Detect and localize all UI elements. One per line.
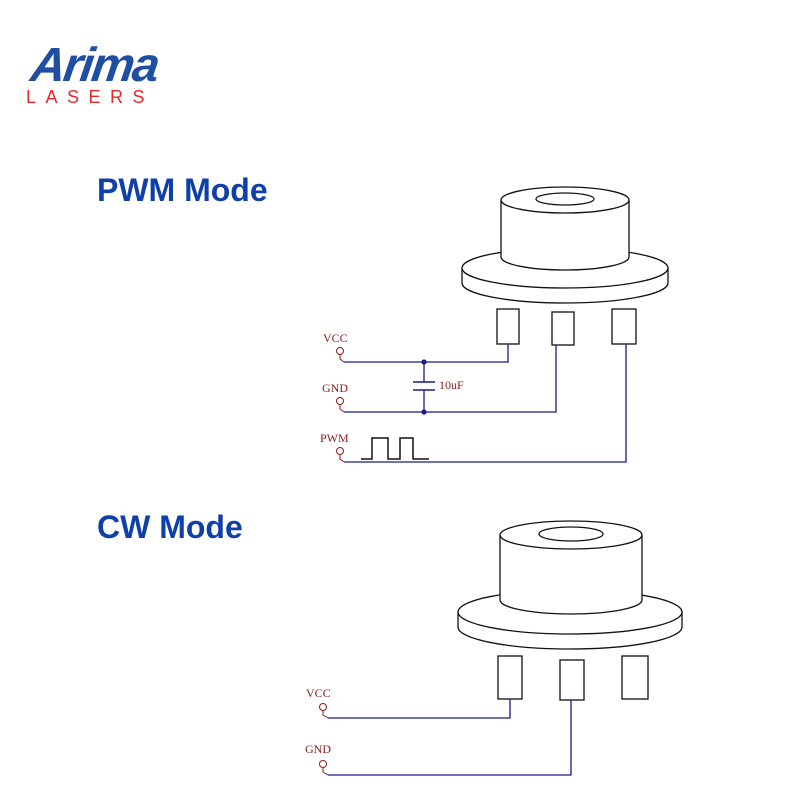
pwm-laser-module-icon xyxy=(461,186,669,346)
pwm-pwm-terminal xyxy=(336,447,344,455)
pwm-mode-title: PWM Mode xyxy=(97,172,268,208)
capacitor-label: 10uF xyxy=(439,378,464,392)
capacitor-icon xyxy=(413,381,435,391)
pwm-wiring xyxy=(344,344,627,463)
cw-vcc-terminal xyxy=(319,703,327,711)
cw-gnd-label: GND xyxy=(305,742,331,756)
cw-laser-module-icon xyxy=(457,520,683,701)
cw-mode-title: CW Mode xyxy=(97,509,243,545)
brand-subtitle: LASERS xyxy=(26,87,155,107)
pwm-gnd-terminal xyxy=(336,397,344,405)
pwm-gnd-junction xyxy=(421,409,427,415)
pwm-gnd-label: GND xyxy=(322,381,348,395)
pwm-vcc-terminal xyxy=(336,347,344,355)
brand-logo: Arima LASERS xyxy=(24,39,184,120)
cw-vcc-label: VCC xyxy=(306,686,331,700)
cw-wiring xyxy=(328,699,572,776)
pwm-pwm-label: PWM xyxy=(320,431,349,445)
square-wave-icon xyxy=(361,437,429,460)
pwm-vcc-label: VCC xyxy=(323,331,348,345)
pwm-vcc-junction xyxy=(421,359,427,365)
cw-gnd-terminal xyxy=(319,760,327,768)
